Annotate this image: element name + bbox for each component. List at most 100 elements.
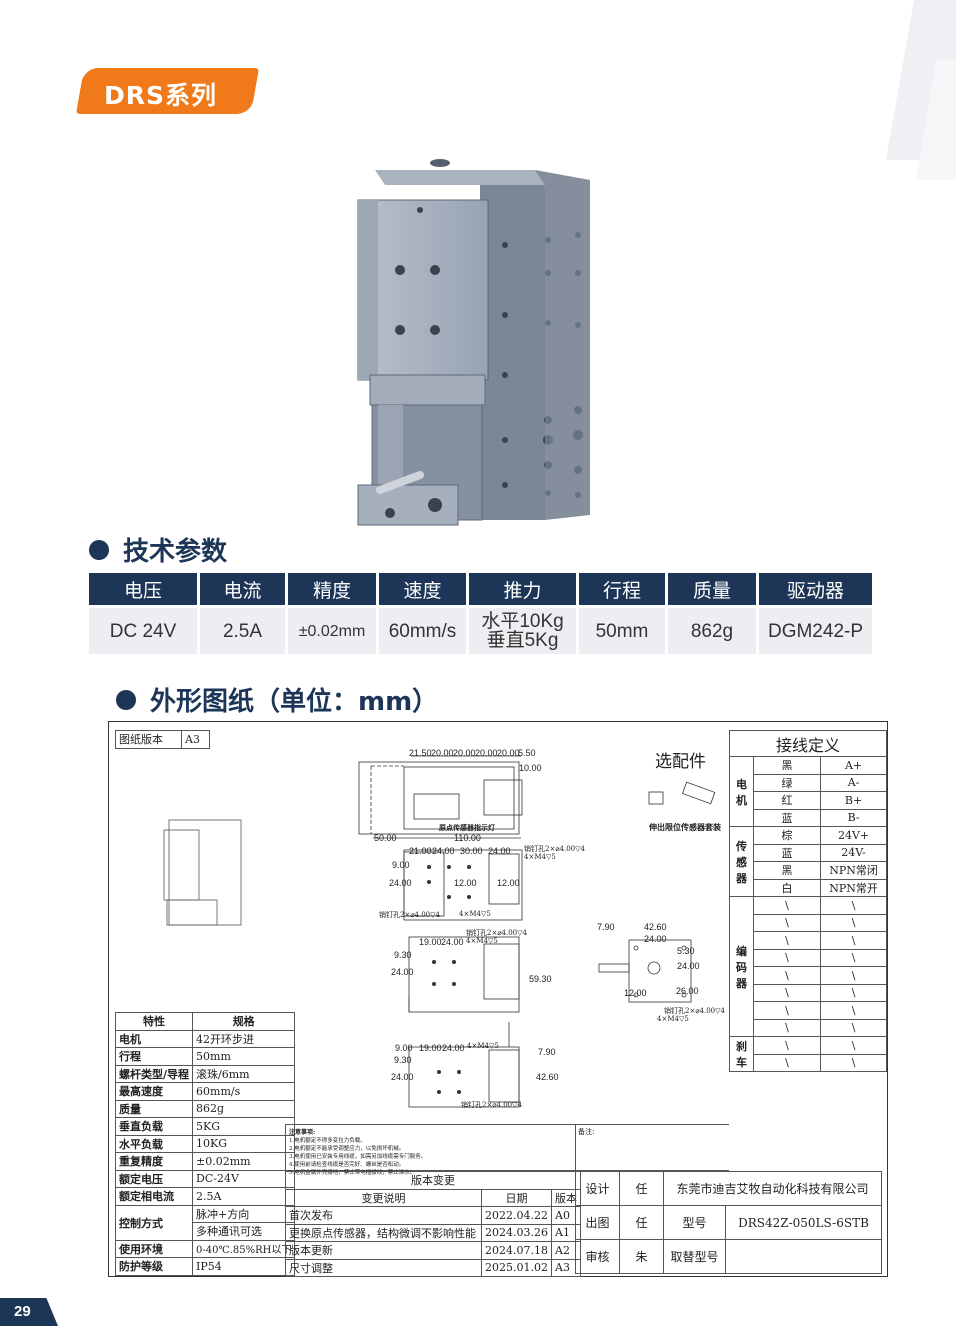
spec-header: 驱动器: [759, 573, 872, 605]
wire-signal: \: [820, 931, 887, 950]
dim-label: 30.00: [460, 846, 483, 856]
hole-note: 销钉孔2×⌀4.00▽4: [466, 929, 527, 937]
wiring-title: 接线定义: [729, 730, 887, 757]
spec-header: 电流: [200, 573, 285, 605]
wire-signal: \: [820, 1018, 887, 1037]
wire-signal: \: [820, 1053, 887, 1072]
version-label: 图纸版本: [115, 730, 182, 749]
change-version: A3: [551, 1258, 581, 1277]
wire-color: \: [752, 1036, 822, 1055]
hole-note: 销钉孔2×⌀4.00▽4: [524, 845, 585, 853]
dim-label: 59.30: [529, 974, 552, 984]
wiring-group-label: 电机: [729, 756, 754, 827]
model-value: DRS42Z-050LS-6STB: [725, 1205, 882, 1240]
dim-label: 10.00: [519, 763, 542, 773]
wire-signal: B+: [820, 791, 887, 810]
prop-name: 水平负载: [114, 1134, 194, 1153]
spec-value: DC 24V: [89, 608, 197, 654]
prop-name: 重复精度: [114, 1152, 194, 1171]
design-value: 任: [619, 1171, 664, 1206]
props-header: 特性: [114, 1012, 194, 1031]
wire-color: 黑: [752, 861, 822, 880]
prop-value: 60mm/s: [192, 1082, 296, 1101]
wire-color: 蓝: [752, 843, 822, 862]
changes-header: 版本: [551, 1188, 581, 1207]
dim-label: 24.00: [391, 1072, 414, 1082]
spec-header: 精度: [288, 573, 376, 605]
dim-label: 42.60: [644, 922, 667, 932]
series-label: DRS系列: [104, 81, 218, 110]
prop-value: IP54: [192, 1257, 296, 1276]
dim-label: 12.00: [497, 878, 520, 888]
prop-value: 42开环步进: [192, 1029, 296, 1048]
replace-label: 取替型号: [663, 1239, 726, 1274]
dim-label: 9.00: [395, 1043, 413, 1053]
prop-value: 50mm: [192, 1047, 296, 1066]
wire-signal: A-: [820, 773, 887, 792]
page-number: 29: [14, 1303, 31, 1320]
spec-header: 电压: [89, 573, 197, 605]
remarks-label: 备注:: [578, 1128, 595, 1136]
review-label: 审核: [575, 1239, 620, 1274]
wire-color: 黑: [752, 756, 822, 775]
spec-value: ±0.02mm: [288, 608, 376, 654]
sensor-caption: 原点传感器指示灯: [439, 823, 495, 832]
wire-signal: \: [820, 913, 887, 932]
prop-name: 质量: [114, 1099, 194, 1118]
prop-name: 最高速度: [114, 1082, 194, 1101]
technical-drawing: 图纸版本 A3: [108, 721, 888, 1277]
dim-label: 24.00: [442, 1043, 465, 1053]
wire-color: 白: [752, 878, 822, 897]
wire-signal: NPN常开: [820, 878, 887, 897]
drawing-heading-text: 外形图纸（单位：mm）: [150, 687, 439, 717]
changes-header: 变更说明: [285, 1188, 482, 1207]
change-date: 2025.01.02: [481, 1258, 552, 1277]
dim-label: 19.00: [419, 937, 442, 947]
hole-note: 4×M4▽5: [657, 1015, 689, 1023]
specs-heading: 技术参数: [89, 531, 227, 568]
dim-label: 19.00: [419, 1043, 442, 1053]
draw-value: 任: [619, 1205, 664, 1240]
wire-signal: 24V-: [820, 843, 887, 862]
wire-color: \: [752, 896, 822, 915]
wire-signal: \: [820, 948, 887, 967]
prop-name: 垂直负载: [114, 1117, 194, 1136]
accessories-title: 选配件: [655, 752, 706, 772]
wire-color: \: [752, 966, 822, 985]
prop-value: 多种通讯可选: [192, 1222, 296, 1241]
prop-value: 滚珠/6mm: [192, 1064, 296, 1083]
dim-label: 21.50: [409, 748, 432, 758]
spec-value: 60mm/s: [379, 608, 466, 654]
hole-note: 4×M4▽5: [459, 910, 491, 918]
dim-label: 24.00: [389, 878, 412, 888]
prop-name: 额定电压: [114, 1169, 194, 1188]
spec-header: 推力: [469, 573, 576, 605]
change-desc: 首次发布: [285, 1206, 482, 1225]
spec-value: 862g: [668, 608, 756, 654]
spec-value-thrust: 水平10Kg 垂直5Kg: [469, 608, 576, 654]
dim-label: 9.30: [394, 1055, 412, 1065]
dim-label: 7.90: [538, 1047, 556, 1057]
dim-label: 21.00: [409, 846, 432, 856]
prop-value: DC-24V: [192, 1169, 296, 1188]
dim-label: 20.00: [453, 748, 476, 758]
prop-value: 10KG: [192, 1134, 296, 1153]
product-illustration: [357, 159, 590, 526]
version-box: 图纸版本 A3: [115, 730, 210, 749]
wire-signal: \: [820, 966, 887, 985]
spec-value: DGM242-P: [759, 608, 872, 654]
note-line: 2.电机额定不能承受调整应力，以免损坏机械。: [289, 1146, 405, 1152]
drawing-heading: 外形图纸（单位：mm）: [116, 681, 438, 718]
dim-label: 26.00: [676, 986, 699, 996]
prop-value: ±0.02mm: [192, 1152, 296, 1171]
wire-color: 棕: [752, 826, 822, 845]
hole-note: 4×M4▽5: [467, 1042, 499, 1050]
dim-label: 7.90: [597, 922, 615, 932]
dim-label: 20.00: [497, 748, 520, 758]
note-line: 4.使用前请检查线缆是否完好、螺丝是否松动。: [289, 1162, 405, 1168]
model-label: 型号: [663, 1205, 726, 1240]
change-date: 2022.04.22: [481, 1206, 552, 1225]
spec-table: 电压 电流 精度 速度 推力 行程 质量 驱动器 DC 24V 2.5A ±0.…: [89, 573, 872, 654]
wire-color: \: [752, 948, 822, 967]
